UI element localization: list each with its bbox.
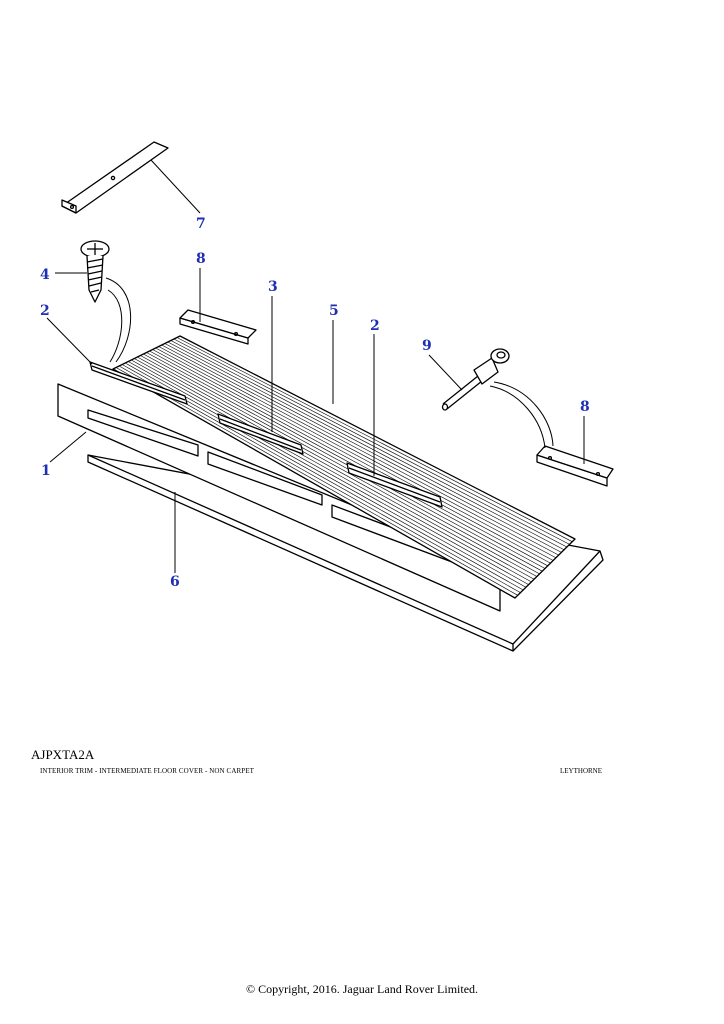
rib-line: [115, 367, 518, 596]
rib-line: [140, 355, 540, 575]
part-2-strip-left: [89, 361, 188, 405]
diagram-description: INTERIOR TRIM - INTERMEDIATE FLOOR COVER…: [40, 767, 254, 775]
callout-7: 7: [196, 216, 206, 232]
part-3-strip: [217, 413, 304, 455]
rib-line: [125, 362, 527, 588]
rib-line: [137, 356, 537, 577]
rib-line: [158, 346, 557, 559]
callout-4: 4: [40, 267, 50, 283]
rib-line: [164, 343, 562, 553]
callout-9: 9: [422, 338, 432, 354]
rib-line: [134, 358, 535, 580]
callout-8-left: 8: [196, 251, 206, 267]
callout-5: 5: [329, 303, 339, 319]
rib-line: [155, 347, 554, 561]
callout-2-right: 2: [370, 318, 380, 334]
callout-2-left: 2: [40, 303, 50, 319]
rib-line: [121, 364, 524, 591]
assembly-arcs: [105, 277, 554, 449]
rib-line: [143, 353, 543, 572]
leader-lines: [46, 159, 585, 573]
callout-8-right: 8: [580, 399, 590, 415]
part-8-bracket-left: [179, 309, 257, 345]
diagram-code: AJPXTA2A: [31, 747, 95, 762]
part-9-rivet: [441, 348, 510, 411]
part-8-bracket-right: [536, 445, 614, 487]
rib-line: [152, 349, 551, 564]
part-6-base-board: [87, 454, 604, 652]
copyright-notice: © Copyright, 2016. Jaguar Land Rover Lim…: [245, 982, 479, 996]
rib-line: [167, 341, 565, 550]
callout-3: 3: [268, 279, 278, 295]
callout-6: 6: [170, 574, 180, 590]
part-2-strip-right: [346, 462, 443, 508]
rib-line: [128, 361, 529, 585]
rib-line: [161, 344, 559, 556]
callout-1: 1: [41, 463, 51, 479]
rib-line: [146, 352, 546, 569]
rib-line: [149, 350, 548, 567]
rib-line: [176, 337, 573, 542]
callout-labels: 7 8 4 3 2 5 2 9 8 1 6: [40, 216, 590, 590]
diagram-location: LEYTHORNE: [560, 767, 602, 775]
part-4-screw: [80, 240, 110, 303]
part-5-ribbed-floor-cover: [112, 335, 576, 599]
part-7-bracket: [61, 141, 169, 214]
rib-line: [173, 338, 570, 545]
rib-line: [170, 340, 567, 548]
rib-line: [131, 359, 532, 583]
